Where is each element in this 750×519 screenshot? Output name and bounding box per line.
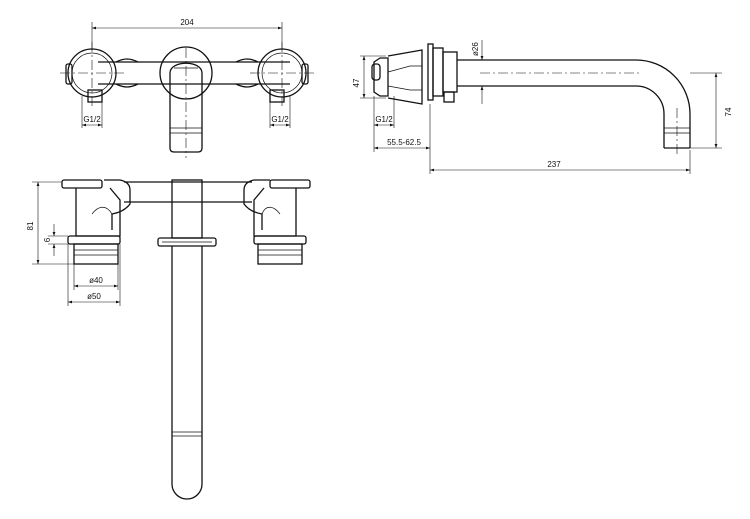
- dim-spout-length: 237: [430, 150, 691, 174]
- dim-thread-side: G1/2: [373, 96, 395, 128]
- dim-thread-left: G1/2: [81, 96, 103, 128]
- dim-front-height: 81: [26, 181, 74, 265]
- dim-g12-right-label: G1/2: [271, 115, 289, 124]
- dim-81-label: 81: [26, 221, 35, 230]
- front-left-valve: [61, 179, 131, 265]
- dim-g12-side-label: G1/2: [375, 115, 393, 124]
- dim-flange-diameter: ø50: [67, 244, 121, 306]
- front-right-valve: [243, 179, 311, 265]
- dim-side-height: 47: [352, 55, 386, 99]
- dim-g12-left-label: G1/2: [83, 115, 101, 124]
- dim-74-label: 74: [724, 107, 733, 116]
- dim-204-label: 204: [180, 18, 194, 27]
- dim-40-label: ø40: [89, 276, 103, 285]
- top-view: 204 G1/2 G1/2: [60, 18, 314, 158]
- dim-26-label: ø26: [471, 42, 480, 56]
- dim-47-label: 47: [352, 78, 361, 87]
- top-right-valve: [235, 42, 314, 106]
- dim-6-label: 6: [43, 237, 52, 242]
- dim-50-label: ø50: [87, 292, 101, 301]
- dim-flange-thickness: 6: [43, 224, 68, 256]
- dim-body-diameter: ø40: [73, 264, 119, 290]
- side-view: ø26 47 74 G1/2 55.5-62.5: [352, 40, 733, 174]
- dim-wall-depth: 55.5-62.5: [373, 104, 431, 174]
- front-spout: [157, 179, 217, 500]
- top-left-valve: [60, 42, 139, 106]
- front-view: 81 6 ø40 ø50: [26, 179, 311, 500]
- dim-55-label: 55.5-62.5: [387, 138, 421, 147]
- dim-thread-right: G1/2: [269, 96, 291, 128]
- dim-side-drop: 74: [690, 72, 733, 149]
- dim-237-label: 237: [547, 160, 561, 169]
- dim-top-width: 204: [91, 18, 283, 50]
- dim-outlet-diameter: ø26: [457, 40, 490, 104]
- top-spout: [159, 46, 213, 158]
